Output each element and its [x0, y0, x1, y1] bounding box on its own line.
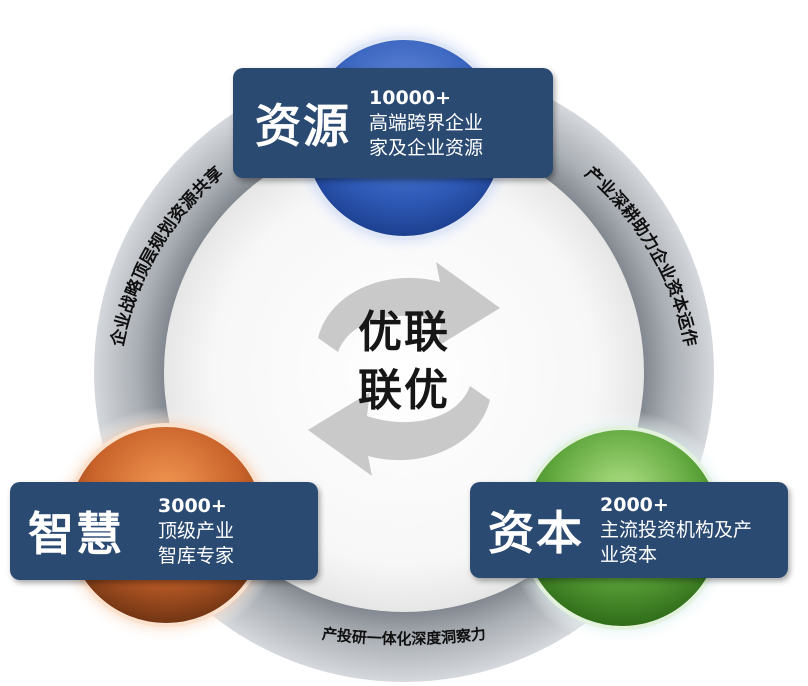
wisdom-title: 智慧: [28, 507, 124, 561]
center-line-2: 联优: [358, 365, 450, 416]
capital-desc-1: 主流投资机构及产: [600, 518, 753, 541]
cycle-arrows-icon: [308, 262, 500, 476]
capital-title: 资本: [488, 506, 584, 560]
wisdom-desc-2: 智库专家: [158, 544, 235, 567]
resource-card: 资源 10000+ 高端跨界企业 家及企业资源: [233, 68, 553, 178]
capital-card: 资本 2000+ 主流投资机构及产 业资本: [470, 482, 788, 578]
capital-info: 2000+ 主流投资机构及产 业资本: [600, 493, 752, 568]
capital-desc-2: 业资本: [600, 543, 658, 566]
capital-count: 2000+: [600, 493, 669, 516]
resource-desc-1: 高端跨界企业: [369, 111, 484, 134]
resource-title: 资源: [255, 99, 351, 153]
wisdom-desc-1: 顶级产业: [158, 519, 235, 542]
wisdom-count: 3000+: [158, 494, 227, 517]
center-line-1: 优联: [358, 307, 450, 358]
resource-count: 10000+: [369, 86, 452, 109]
resource-info: 10000+ 高端跨界企业 家及企业资源: [369, 86, 483, 161]
ring-label-bottom: 产投研一体化深度洞察力: [321, 625, 487, 648]
wisdom-card: 智慧 3000+ 顶级产业 智库专家: [10, 482, 318, 580]
wisdom-info: 3000+ 顶级产业 智库专家: [158, 494, 234, 569]
center-title: 优联 联优: [324, 304, 484, 420]
resource-desc-2: 家及企业资源: [369, 136, 484, 159]
